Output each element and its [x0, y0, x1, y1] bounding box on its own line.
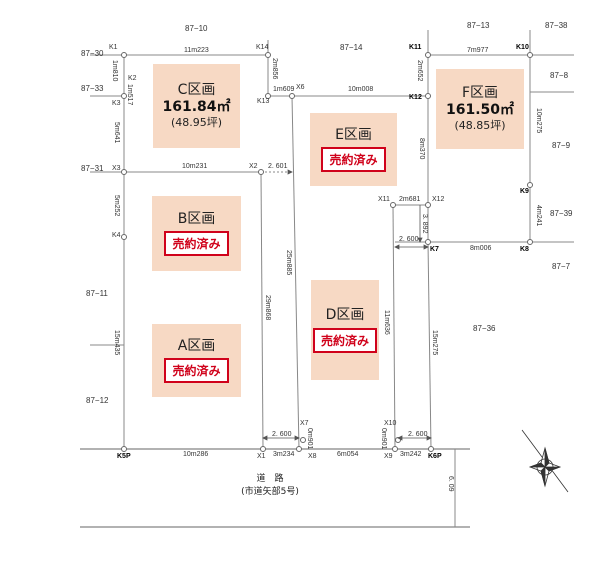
point-k8: K8 — [520, 246, 529, 253]
point-x7: X7 — [300, 420, 309, 427]
point-k9: K9 — [520, 188, 529, 195]
point-x3: X3 — [112, 165, 121, 172]
lot-a-sold-badge: 売約済み — [164, 358, 229, 384]
parcel-87-39: 87−39 — [550, 209, 573, 218]
point-x10: X10 — [384, 420, 397, 427]
lot-c-area: 161.84㎡ — [162, 98, 231, 115]
lot-e-name: E区画 — [335, 126, 372, 143]
parcel-87-9: 87−9 — [552, 141, 571, 150]
lot-b-name: B区画 — [177, 210, 216, 227]
lot-a[interactable]: A区画 売約済み — [152, 324, 241, 397]
point-x9: X9 — [384, 453, 393, 460]
parcel-87-7: 87−7 — [552, 262, 571, 271]
point-k14: K14 — [256, 44, 269, 51]
parcel-87-30: 87−30 — [81, 49, 104, 58]
point-k13: K13 — [257, 98, 270, 105]
dim-8m370: 8m370 — [418, 138, 425, 160]
lot-f-name: F区画 — [461, 84, 499, 101]
lot-c-tsubo: (48.95坪) — [170, 116, 223, 130]
lot-b-sold-badge: 売約済み — [164, 231, 229, 257]
compass-icon — [521, 429, 569, 493]
point-k3: K3 — [112, 100, 121, 107]
point-x6: X6 — [296, 84, 305, 91]
dim-7m977: 7m977 — [467, 47, 489, 54]
dim-25m885: 25m885 — [285, 250, 292, 276]
dim-3m242: 3m242 — [400, 451, 422, 458]
dim-29m868: 29m868 — [264, 295, 271, 321]
dim-15m435: 15m435 — [113, 330, 120, 356]
dim-2-600-left-bottom: 2. 600 — [272, 431, 292, 438]
parcel-87-31: 87−31 — [81, 164, 104, 173]
lot-e[interactable]: E区画 売約済み — [310, 113, 397, 186]
point-x2: X2 — [249, 163, 258, 170]
point-k7: K7 — [430, 246, 439, 253]
dim-1m609: 1m609 — [273, 86, 295, 93]
lot-e-sold-badge: 売約済み — [321, 147, 386, 173]
dim-6-09: 6. 09 — [447, 476, 454, 492]
dim-10m286: 10m286 — [183, 451, 209, 458]
lot-d[interactable]: D区画 売約済み — [311, 280, 379, 380]
parcel-87-33: 87−33 — [81, 84, 104, 93]
point-x11: X11 — [378, 196, 390, 203]
dim-0m901-b: 0m901 — [380, 428, 387, 450]
dim-1m517: 1m517 — [126, 84, 133, 106]
dim-2-601: 2. 601 — [268, 163, 288, 170]
dim-2-600-mid: 2. 600 — [399, 236, 419, 243]
dim-10m275: 10m275 — [535, 108, 542, 134]
lot-c[interactable]: C区画 161.84㎡ (48.95坪) — [153, 64, 240, 148]
dim-15m275: 15m275 — [431, 330, 438, 356]
point-k1: K1 — [109, 44, 118, 51]
dim-5m641: 5m641 — [113, 122, 120, 144]
parcel-87-13: 87−13 — [467, 21, 490, 30]
dim-3m234: 3m234 — [273, 451, 295, 458]
dim-11m223: 11m223 — [184, 47, 209, 54]
lot-d-name: D区画 — [325, 307, 365, 324]
lot-a-name: A区画 — [177, 337, 216, 354]
point-k5p: K5P — [117, 453, 131, 460]
dim-0m901-a: 0m901 — [306, 428, 313, 450]
lot-c-name: C区画 — [177, 81, 216, 98]
point-k4: K4 — [112, 232, 121, 239]
dim-10m008: 10m008 — [348, 86, 374, 93]
road-label: 道 路 (市道矢部5号) — [225, 473, 315, 498]
road-name: 道 路 — [256, 474, 284, 484]
point-x1: X1 — [257, 453, 266, 460]
dim-2m652: 2m652 — [416, 60, 423, 82]
point-x12: X12 — [432, 196, 445, 203]
point-k10: K10 — [516, 44, 529, 51]
lot-f-tsubo: (48.85坪) — [454, 119, 506, 133]
dim-5m252: 5m252 — [113, 195, 120, 217]
dim-8m006: 8m006 — [470, 245, 492, 252]
point-k2: K2 — [128, 75, 137, 82]
point-k12: K12 — [409, 94, 422, 101]
lot-b[interactable]: B区画 売約済み — [152, 196, 241, 271]
parcel-87-12: 87−12 — [86, 396, 109, 405]
dim-4m241: 4m241 — [535, 205, 542, 227]
dim-6m054: 6m054 — [337, 451, 359, 458]
parcel-87-36: 87−36 — [473, 324, 496, 333]
dim-10m231: 10m231 — [182, 163, 208, 170]
dim-11m636: 11m636 — [383, 310, 390, 335]
dim-2m856: 2m856 — [271, 58, 278, 80]
parcel-87-11: 87−11 — [86, 289, 108, 298]
point-x8: X8 — [308, 453, 317, 460]
parcel-87-14: 87−14 — [340, 43, 363, 52]
dim-3-892: 3. 892 — [421, 214, 428, 234]
road-subname: (市道矢部5号) — [241, 486, 299, 497]
dim-2-600-right-bottom: 2. 600 — [408, 431, 428, 438]
point-k11: K11 — [409, 44, 422, 51]
parcel-87-38: 87−38 — [545, 21, 568, 30]
lot-f[interactable]: F区画 161.50㎡ (48.85坪) — [436, 69, 524, 149]
lot-d-sold-badge: 売約済み — [312, 327, 377, 353]
point-k6p: K6P — [428, 453, 442, 460]
dim-2m681: 2m681 — [399, 196, 421, 203]
lot-f-area: 161.50㎡ — [445, 101, 515, 118]
dim-1m810: 1m810 — [111, 60, 118, 82]
parcel-87-10: 87−10 — [185, 24, 208, 33]
parcel-87-8: 87−8 — [550, 71, 569, 80]
